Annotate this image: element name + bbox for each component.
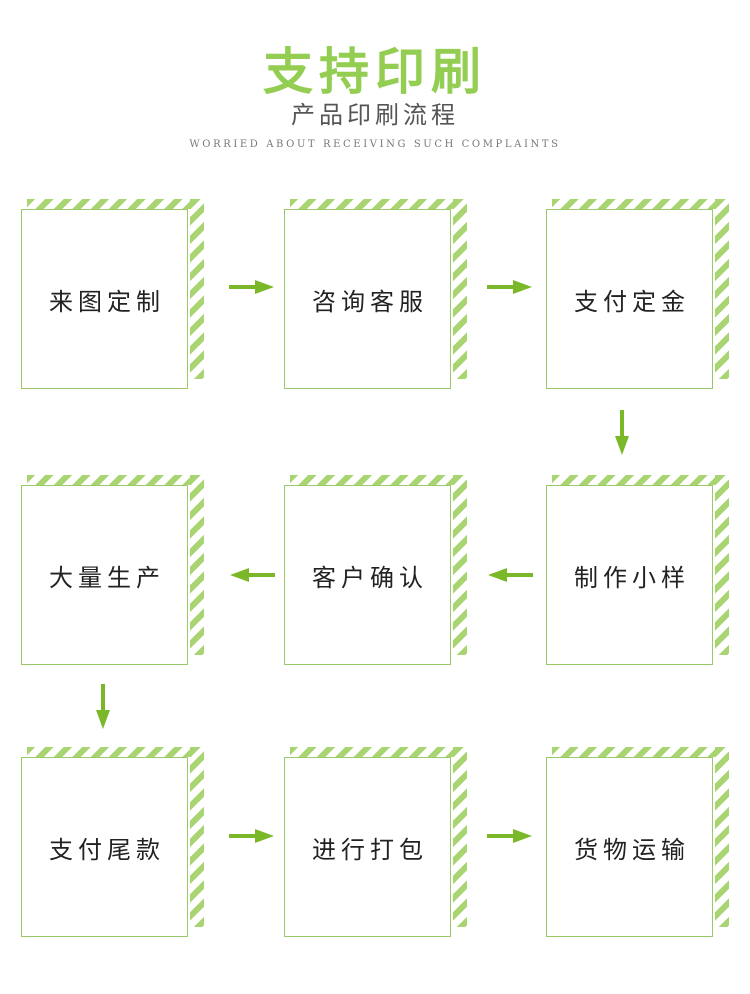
page-caption: WORRIED ABOUT RECEIVING SUCH COMPLAINTS: [189, 139, 561, 150]
stripe-decoration: [290, 475, 467, 485]
step-label: 进行打包: [312, 835, 428, 864]
arrow-left-icon: [230, 568, 275, 582]
stripe-decoration: [453, 747, 467, 927]
step-card: 咨询客服: [284, 209, 451, 389]
step-box-5: 客户确认: [284, 475, 467, 667]
arrow-right-icon: [487, 829, 532, 843]
stripe-decoration: [552, 747, 729, 757]
step-box-2: 咨询客服: [284, 199, 467, 391]
step-card: 制作小样: [546, 485, 713, 665]
arrow-right-icon: [229, 829, 274, 843]
stripe-decoration: [290, 747, 467, 757]
stripe-decoration: [453, 475, 467, 655]
arrow-left-icon: [488, 568, 533, 582]
step-label: 制作小样: [574, 563, 690, 592]
step-box-4: 制作小样: [546, 475, 729, 667]
arrow-down-icon: [615, 410, 629, 455]
step-card: 来图定制: [21, 209, 188, 389]
step-card: 进行打包: [284, 757, 451, 937]
stripe-decoration: [453, 199, 467, 379]
step-card: 大量生产: [21, 485, 188, 665]
stripe-decoration: [552, 475, 729, 485]
step-label: 大量生产: [49, 563, 165, 592]
page-subtitle: 产品印刷流程: [291, 101, 459, 129]
stripe-decoration: [715, 747, 729, 927]
stripe-decoration: [190, 199, 204, 379]
step-label: 客户确认: [312, 563, 428, 592]
step-label: 来图定制: [49, 287, 165, 316]
stripe-decoration: [27, 747, 204, 757]
stripe-decoration: [190, 747, 204, 927]
stripe-decoration: [552, 199, 729, 209]
step-box-1: 来图定制: [21, 199, 204, 391]
stripe-decoration: [715, 475, 729, 655]
step-card: 客户确认: [284, 485, 451, 665]
page-title: 支持印刷: [263, 42, 487, 101]
step-label: 货物运输: [574, 835, 690, 864]
arrow-down-icon: [96, 684, 110, 729]
stripe-decoration: [715, 199, 729, 379]
step-label: 咨询客服: [312, 287, 428, 316]
step-box-6: 大量生产: [21, 475, 204, 667]
arrow-right-icon: [487, 280, 532, 294]
step-card: 支付定金: [546, 209, 713, 389]
step-box-3: 支付定金: [546, 199, 729, 391]
step-box-8: 进行打包: [284, 747, 467, 939]
step-label: 支付定金: [574, 287, 690, 316]
step-box-9: 货物运输: [546, 747, 729, 939]
step-label: 支付尾款: [49, 835, 165, 864]
stripe-decoration: [290, 199, 467, 209]
step-box-7: 支付尾款: [21, 747, 204, 939]
stripe-decoration: [27, 475, 204, 485]
stripe-decoration: [27, 199, 204, 209]
step-card: 货物运输: [546, 757, 713, 937]
stripe-decoration: [190, 475, 204, 655]
step-card: 支付尾款: [21, 757, 188, 937]
arrow-right-icon: [229, 280, 274, 294]
